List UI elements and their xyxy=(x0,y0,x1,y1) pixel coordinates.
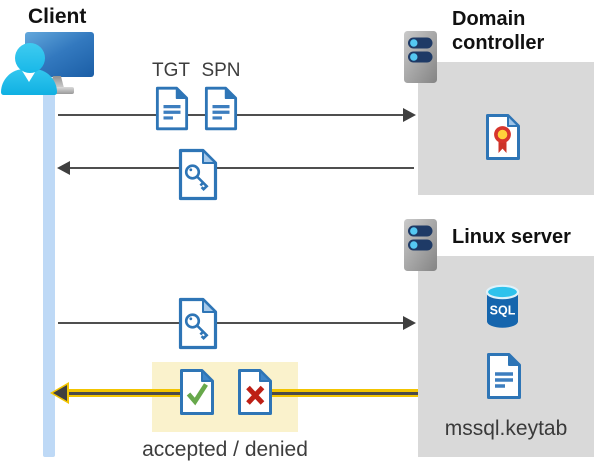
monitor-base xyxy=(46,87,74,94)
domain-controller-title: Domain controller xyxy=(452,8,545,54)
sql-db-label: SQL xyxy=(490,304,516,318)
keytab-document-icon xyxy=(486,352,522,400)
linux-server-icon xyxy=(403,218,438,272)
domain-controller-server-icon xyxy=(403,30,438,84)
ticket-return-arrowhead xyxy=(57,161,70,175)
result-label: accepted / denied xyxy=(142,438,308,461)
response-arrow-line-left xyxy=(66,389,180,397)
keytab-label: mssql.keytab xyxy=(444,417,568,440)
client-label: Client xyxy=(28,5,87,28)
request-arrowhead xyxy=(403,108,416,122)
tgt-label: TGT xyxy=(152,60,190,81)
user-head-icon xyxy=(15,43,45,73)
result-highlight-box xyxy=(152,362,298,432)
check-document-icon xyxy=(178,368,216,416)
response-arrow-line-right xyxy=(270,389,418,397)
certificate-document-icon xyxy=(485,112,521,162)
client-timeline-bar xyxy=(43,84,55,457)
key-document-icon xyxy=(178,148,218,201)
response-arrowhead xyxy=(53,385,67,401)
service-ticket-arrowhead xyxy=(403,316,416,330)
key-document-icon xyxy=(178,297,218,350)
ticket-return-arrow-line xyxy=(70,167,414,169)
x-document-icon xyxy=(236,368,274,416)
spn-label: SPN xyxy=(201,60,241,81)
linux-server-title: Linux server xyxy=(452,226,571,248)
sql-database-icon: SQL xyxy=(485,284,520,328)
spn-document-icon xyxy=(204,85,238,132)
service-ticket-arrow-line xyxy=(58,322,404,324)
tgt-document-icon xyxy=(155,85,189,132)
